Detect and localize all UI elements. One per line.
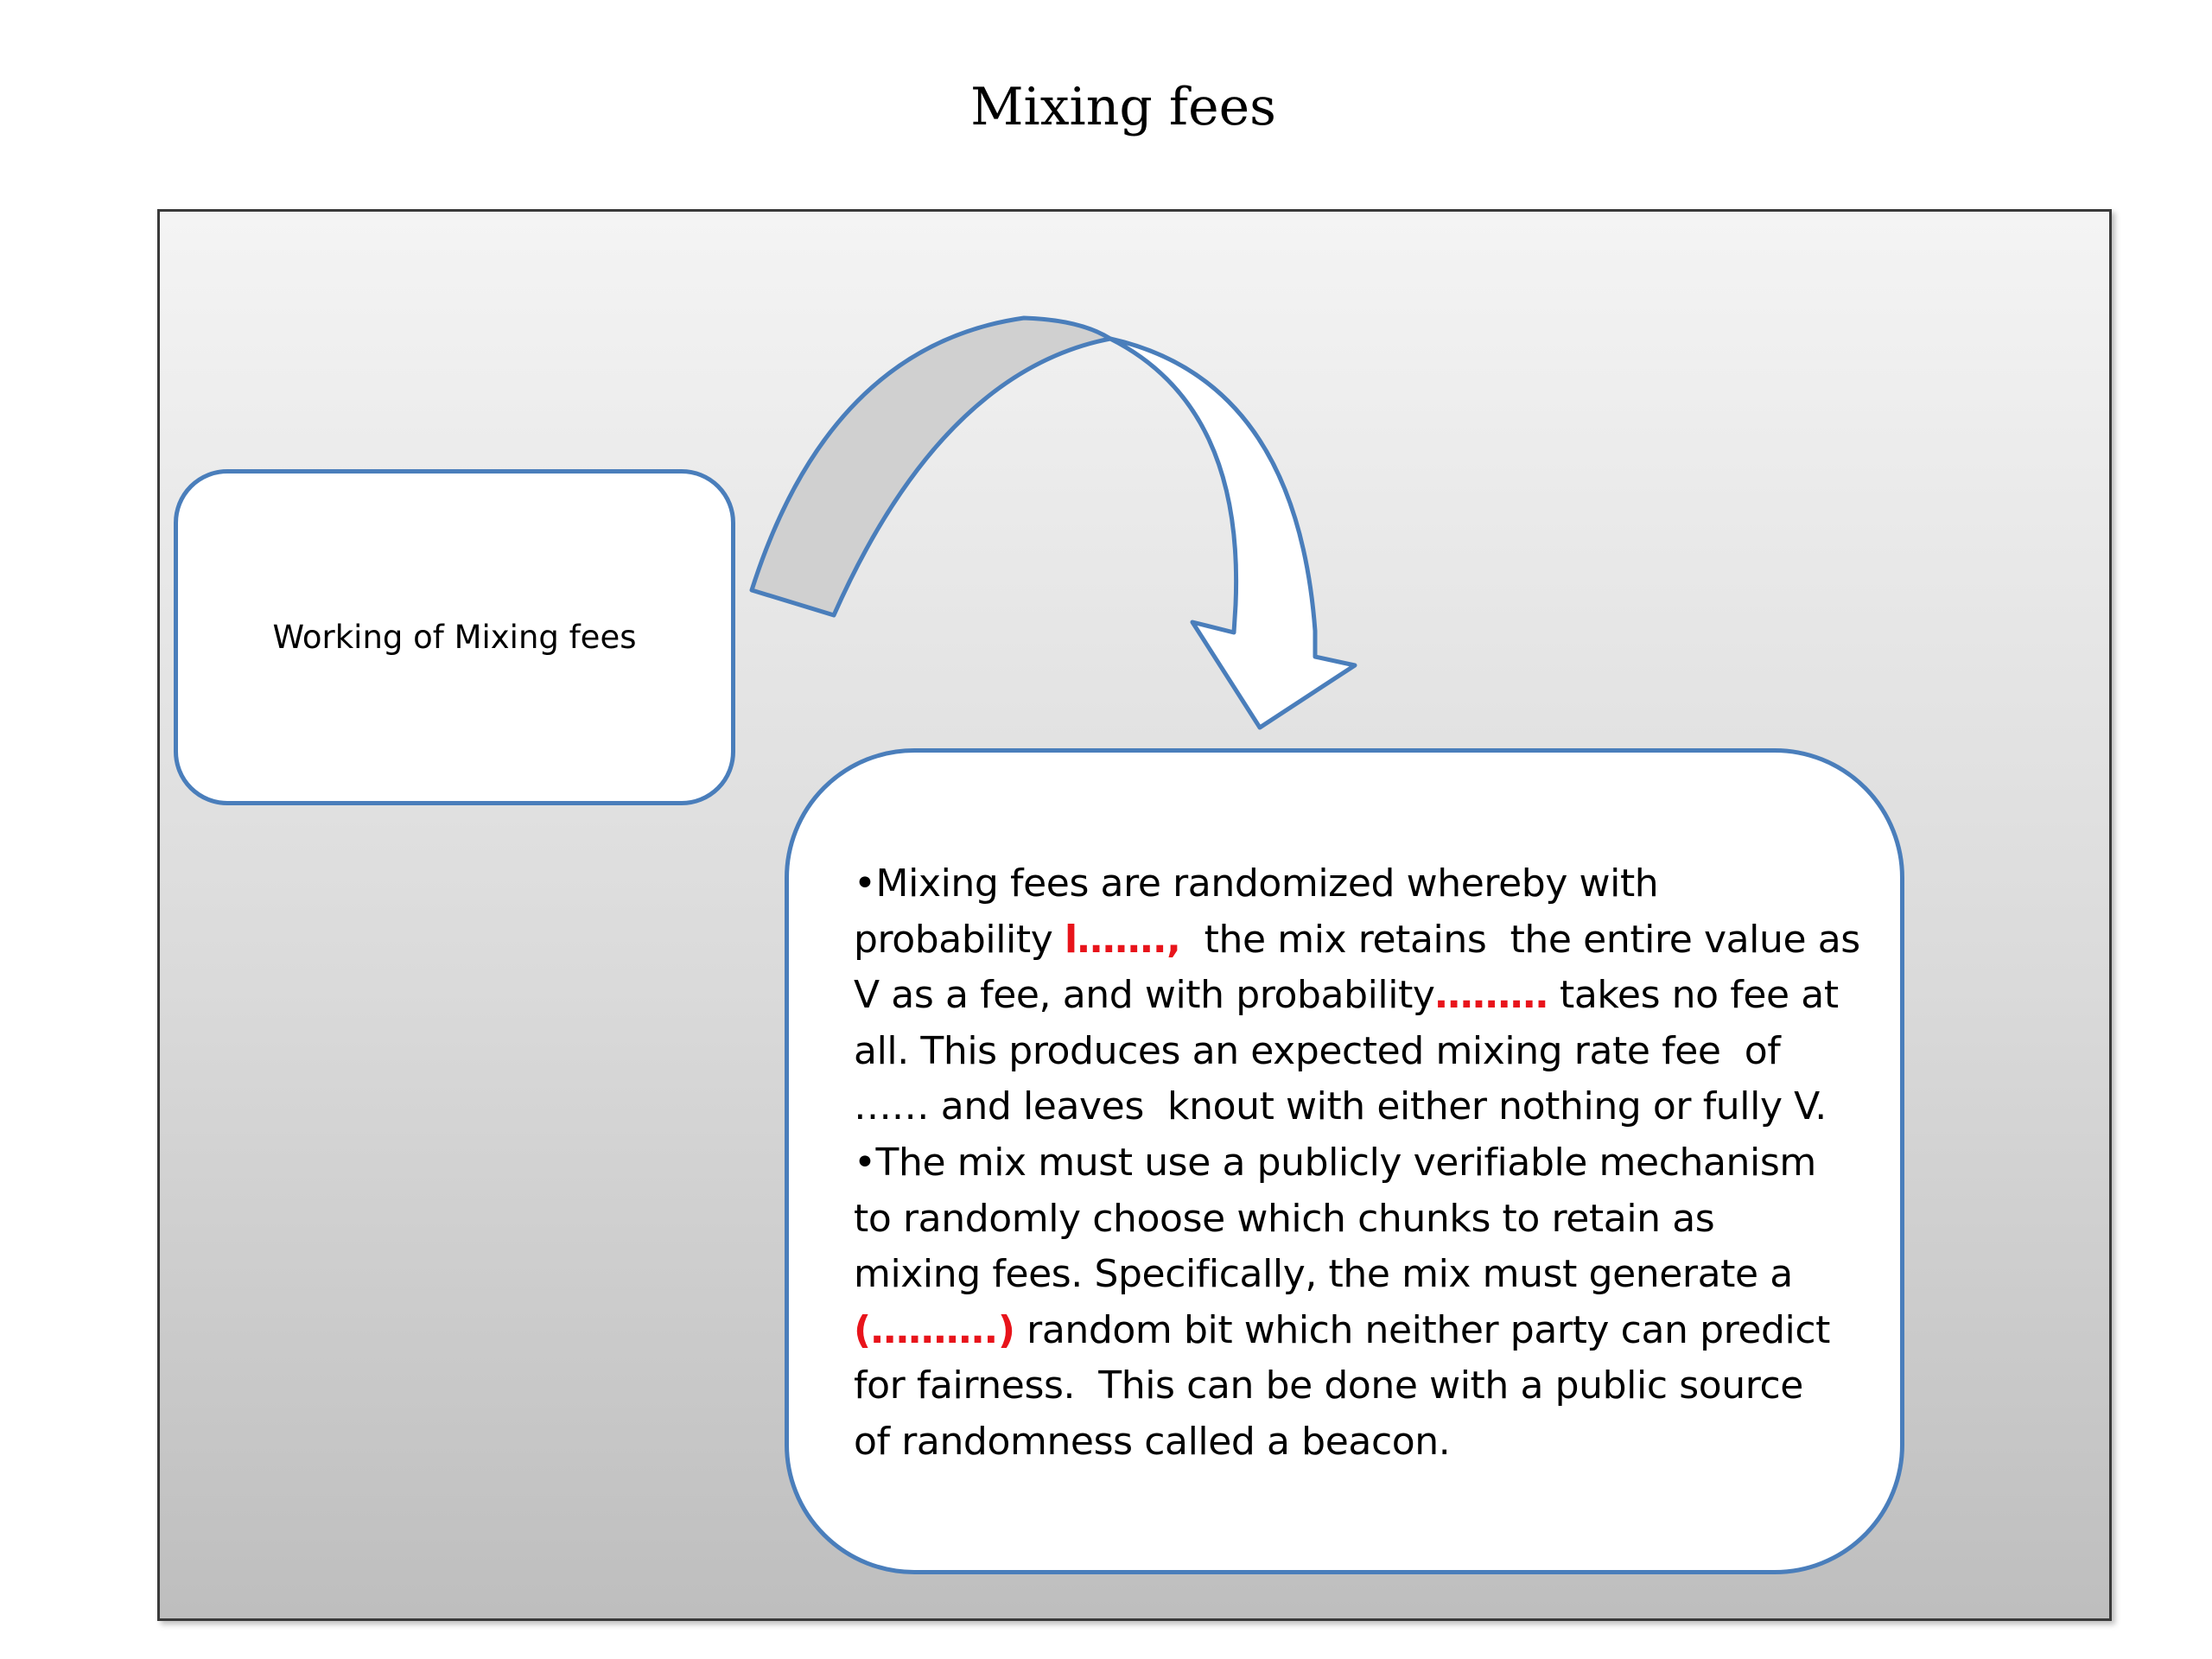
- detail-line-6-text: •The mix must use a publicly verifiable …: [854, 1140, 1816, 1185]
- detail-line-1: •Mixing fees are randomized whereby with: [854, 856, 1873, 912]
- detail-line-11: of randomness called a beacon.: [854, 1414, 1873, 1471]
- detail-line-3: V as a fee, and with probability……… take…: [854, 968, 1873, 1024]
- detail-line-11-text: of randomness called a beacon.: [854, 1419, 1451, 1464]
- detail-line-3-text-a: V as a fee, and with probability: [854, 973, 1435, 1018]
- fill-in-blank-1: l…….,: [1064, 917, 1181, 962]
- detail-line-7-text: to randomly choose which chunks to retai…: [854, 1196, 1715, 1241]
- detail-line-8-text: mixing fees. Specifically, the mix must …: [854, 1252, 1793, 1297]
- curved-arrow-shaded-band: [749, 315, 1113, 618]
- source-box-label: Working of Mixing fees: [272, 619, 637, 656]
- detail-line-5-text: …… and leaves knout with either nothing …: [854, 1084, 1827, 1129]
- fill-in-blank-2: ………: [1434, 973, 1548, 1018]
- detail-line-4-text: all. This produces an expected mixing ra…: [854, 1028, 1781, 1073]
- detail-line-1-text: •Mixing fees are randomized whereby with: [854, 861, 1659, 906]
- fill-in-blank-3: (……….): [854, 1307, 1015, 1352]
- slide-title: Mixing fees: [970, 77, 1276, 137]
- detail-line-4: all. This produces an expected mixing ra…: [854, 1024, 1873, 1080]
- detail-line-10: for fairness. This can be done with a pu…: [854, 1358, 1873, 1414]
- source-box: Working of Mixing fees: [174, 469, 735, 805]
- detail-line-7: to randomly choose which chunks to retai…: [854, 1192, 1873, 1248]
- detail-line-9-text-b: random bit which neither party can predi…: [1014, 1307, 1830, 1352]
- detail-line-2: probability l……., the mix retains the en…: [854, 912, 1873, 969]
- detail-line-6: •The mix must use a publicly verifiable …: [854, 1135, 1873, 1192]
- detail-line-9: (……….) random bit which neither party ca…: [854, 1303, 1873, 1359]
- detail-line-2-text-b: the mix retains the entire value as: [1180, 917, 1861, 962]
- detail-line-5: …… and leaves knout with either nothing …: [854, 1079, 1873, 1135]
- curved-arrow-head: [1108, 336, 1357, 730]
- detail-line-10-text: for fairness. This can be done with a pu…: [854, 1363, 1803, 1408]
- detail-line-2-text-a: probability: [854, 917, 1065, 962]
- detail-line-3-text-b: takes no fee at: [1548, 973, 1839, 1018]
- detail-box: •Mixing fees are randomized whereby with…: [785, 748, 1904, 1574]
- detail-text: •Mixing fees are randomized whereby with…: [854, 856, 1873, 1471]
- detail-line-8: mixing fees. Specifically, the mix must …: [854, 1247, 1873, 1303]
